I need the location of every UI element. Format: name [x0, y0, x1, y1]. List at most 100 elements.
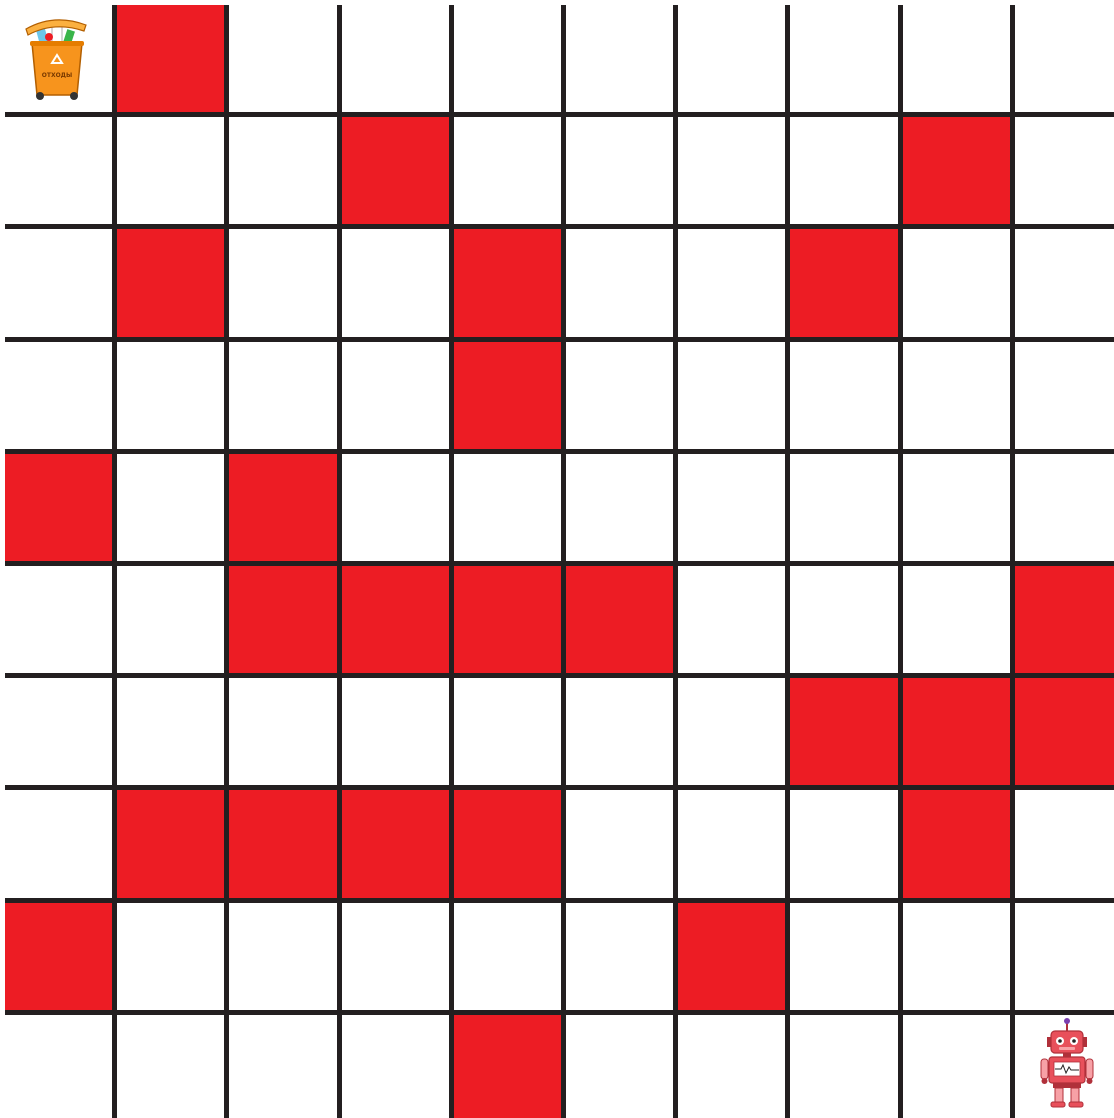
- empty-cell-r2-c2[interactable]: [229, 229, 336, 336]
- empty-cell-r5-c7[interactable]: [790, 566, 897, 673]
- empty-cell-r0-c9[interactable]: [1015, 5, 1114, 112]
- blocked-cell-r8-c0[interactable]: [5, 903, 112, 1010]
- empty-cell-r6-c6[interactable]: [678, 678, 785, 785]
- empty-cell-r5-c8[interactable]: [903, 566, 1010, 673]
- empty-cell-r8-c7[interactable]: [790, 903, 897, 1010]
- blocked-cell-r7-c1[interactable]: [117, 790, 224, 897]
- blocked-cell-r5-c2[interactable]: [229, 566, 336, 673]
- blocked-cell-r0-c1[interactable]: [117, 5, 224, 112]
- empty-cell-r2-c0[interactable]: [5, 229, 112, 336]
- empty-cell-r1-c2[interactable]: [229, 117, 336, 224]
- empty-cell-r9-c3[interactable]: [342, 1015, 449, 1118]
- empty-cell-r3-c1[interactable]: [117, 342, 224, 449]
- blocked-cell-r5-c9[interactable]: [1015, 566, 1114, 673]
- blocked-cell-r2-c1[interactable]: [117, 229, 224, 336]
- empty-cell-r7-c5[interactable]: [566, 790, 673, 897]
- empty-cell-r9-c8[interactable]: [903, 1015, 1010, 1118]
- empty-cell-r3-c3[interactable]: [342, 342, 449, 449]
- blocked-cell-r1-c8[interactable]: [903, 117, 1010, 224]
- empty-cell-r4-c3[interactable]: [342, 454, 449, 561]
- blocked-cell-r5-c4[interactable]: [454, 566, 561, 673]
- empty-cell-r3-c6[interactable]: [678, 342, 785, 449]
- blocked-cell-r6-c8[interactable]: [903, 678, 1010, 785]
- empty-cell-r8-c8[interactable]: [903, 903, 1010, 1010]
- blocked-cell-r5-c3[interactable]: [342, 566, 449, 673]
- empty-cell-r4-c4[interactable]: [454, 454, 561, 561]
- blocked-cell-r6-c9[interactable]: [1015, 678, 1114, 785]
- empty-cell-r6-c2[interactable]: [229, 678, 336, 785]
- empty-cell-r8-c5[interactable]: [566, 903, 673, 1010]
- empty-cell-r0-c7[interactable]: [790, 5, 897, 112]
- robot-cell[interactable]: [1015, 1015, 1114, 1118]
- empty-cell-r4-c7[interactable]: [790, 454, 897, 561]
- empty-cell-r2-c6[interactable]: [678, 229, 785, 336]
- empty-cell-r9-c0[interactable]: [5, 1015, 112, 1118]
- blocked-cell-r7-c4[interactable]: [454, 790, 561, 897]
- empty-cell-r3-c0[interactable]: [5, 342, 112, 449]
- empty-cell-r7-c0[interactable]: [5, 790, 112, 897]
- empty-cell-r1-c7[interactable]: [790, 117, 897, 224]
- empty-cell-r4-c1[interactable]: [117, 454, 224, 561]
- empty-cell-r9-c6[interactable]: [678, 1015, 785, 1118]
- blocked-cell-r7-c2[interactable]: [229, 790, 336, 897]
- empty-cell-r1-c5[interactable]: [566, 117, 673, 224]
- empty-cell-r1-c4[interactable]: [454, 117, 561, 224]
- empty-cell-r5-c6[interactable]: [678, 566, 785, 673]
- empty-cell-r8-c9[interactable]: [1015, 903, 1114, 1010]
- empty-cell-r9-c1[interactable]: [117, 1015, 224, 1118]
- blocked-cell-r1-c3[interactable]: [342, 117, 449, 224]
- empty-cell-r7-c6[interactable]: [678, 790, 785, 897]
- blocked-cell-r3-c4[interactable]: [454, 342, 561, 449]
- empty-cell-r0-c4[interactable]: [454, 5, 561, 112]
- empty-cell-r7-c9[interactable]: [1015, 790, 1114, 897]
- empty-cell-r6-c1[interactable]: [117, 678, 224, 785]
- empty-cell-r4-c6[interactable]: [678, 454, 785, 561]
- empty-cell-r3-c2[interactable]: [229, 342, 336, 449]
- empty-cell-r0-c6[interactable]: [678, 5, 785, 112]
- empty-cell-r4-c5[interactable]: [566, 454, 673, 561]
- empty-cell-r6-c4[interactable]: [454, 678, 561, 785]
- empty-cell-r0-c8[interactable]: [903, 5, 1010, 112]
- blocked-cell-r4-c0[interactable]: [5, 454, 112, 561]
- blocked-cell-r4-c2[interactable]: [229, 454, 336, 561]
- empty-cell-r8-c1[interactable]: [117, 903, 224, 1010]
- empty-cell-r2-c5[interactable]: [566, 229, 673, 336]
- empty-cell-r0-c3[interactable]: [342, 5, 449, 112]
- empty-cell-r3-c7[interactable]: [790, 342, 897, 449]
- empty-cell-r6-c5[interactable]: [566, 678, 673, 785]
- empty-cell-r2-c8[interactable]: [903, 229, 1010, 336]
- blocked-cell-r7-c8[interactable]: [903, 790, 1010, 897]
- empty-cell-r1-c9[interactable]: [1015, 117, 1114, 224]
- empty-cell-r0-c2[interactable]: [229, 5, 336, 112]
- blocked-cell-r7-c3[interactable]: [342, 790, 449, 897]
- empty-cell-r5-c0[interactable]: [5, 566, 112, 673]
- blocked-cell-r9-c4[interactable]: [454, 1015, 561, 1118]
- empty-cell-r1-c0[interactable]: [5, 117, 112, 224]
- blocked-cell-r2-c4[interactable]: [454, 229, 561, 336]
- empty-cell-r9-c7[interactable]: [790, 1015, 897, 1118]
- empty-cell-r9-c5[interactable]: [566, 1015, 673, 1118]
- empty-cell-r3-c5[interactable]: [566, 342, 673, 449]
- empty-cell-r6-c3[interactable]: [342, 678, 449, 785]
- empty-cell-r4-c9[interactable]: [1015, 454, 1114, 561]
- blocked-cell-r2-c7[interactable]: [790, 229, 897, 336]
- empty-cell-r9-c2[interactable]: [229, 1015, 336, 1118]
- empty-cell-r2-c3[interactable]: [342, 229, 449, 336]
- blocked-cell-r8-c6[interactable]: [678, 903, 785, 1010]
- empty-cell-r8-c2[interactable]: [229, 903, 336, 1010]
- empty-cell-r4-c8[interactable]: [903, 454, 1010, 561]
- empty-cell-r7-c7[interactable]: [790, 790, 897, 897]
- empty-cell-r6-c0[interactable]: [5, 678, 112, 785]
- empty-cell-r1-c1[interactable]: [117, 117, 224, 224]
- empty-cell-r0-c5[interactable]: [566, 5, 673, 112]
- empty-cell-r8-c4[interactable]: [454, 903, 561, 1010]
- empty-cell-r3-c8[interactable]: [903, 342, 1010, 449]
- blocked-cell-r5-c5[interactable]: [566, 566, 673, 673]
- blocked-cell-r6-c7[interactable]: [790, 678, 897, 785]
- trash-bin-cell[interactable]: ОТХОДЫ: [5, 5, 112, 112]
- empty-cell-r5-c1[interactable]: [117, 566, 224, 673]
- empty-cell-r8-c3[interactable]: [342, 903, 449, 1010]
- empty-cell-r2-c9[interactable]: [1015, 229, 1114, 336]
- empty-cell-r3-c9[interactable]: [1015, 342, 1114, 449]
- empty-cell-r1-c6[interactable]: [678, 117, 785, 224]
